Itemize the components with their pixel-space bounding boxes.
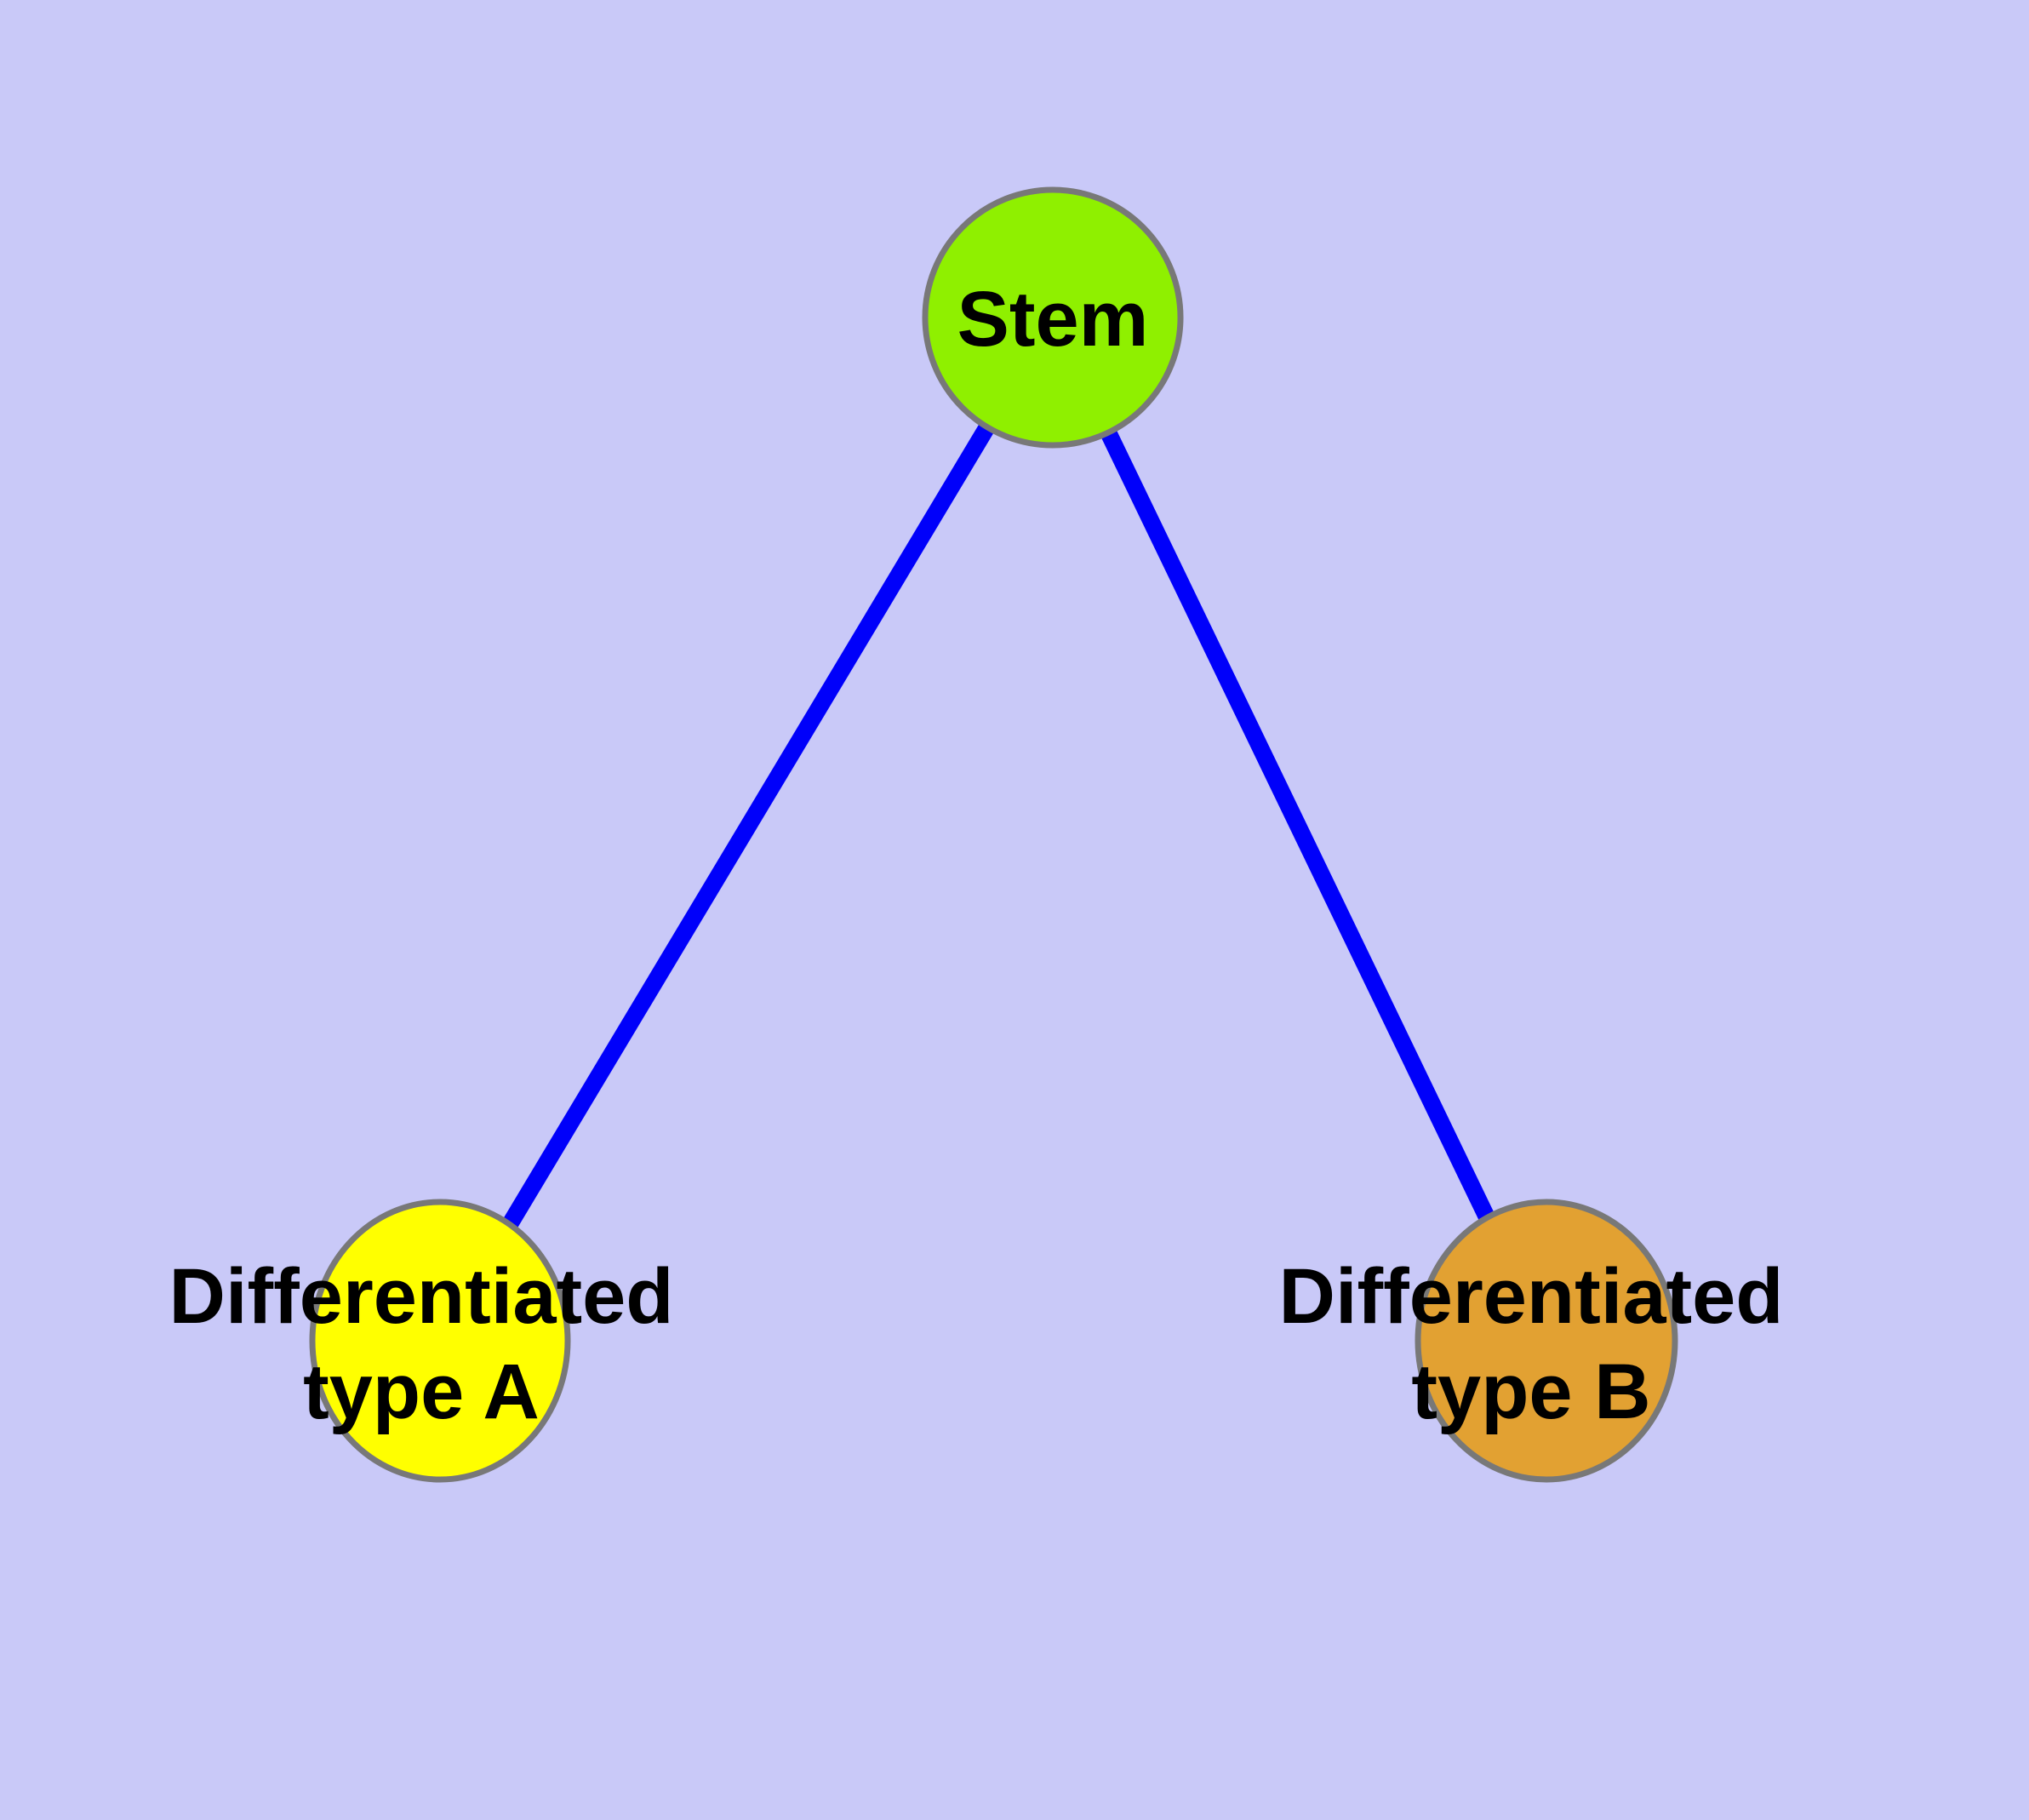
- node-type-a-label-line1: Differentiated: [169, 1253, 674, 1340]
- edge-stem-to-type-a: [432, 312, 1060, 1346]
- edge-stem-to-type-b: [1044, 313, 1555, 1345]
- node-stem-label: Stem: [957, 276, 1149, 363]
- node-type-b-label-line2: type B: [1411, 1348, 1650, 1435]
- node-type-a: [309, 1199, 571, 1483]
- node-stem: [922, 186, 1184, 449]
- node-type-b-label-line1: Differentiated: [1279, 1253, 1784, 1340]
- node-type-b: [1415, 1199, 1678, 1483]
- node-type-a-label-line2: type A: [303, 1348, 540, 1435]
